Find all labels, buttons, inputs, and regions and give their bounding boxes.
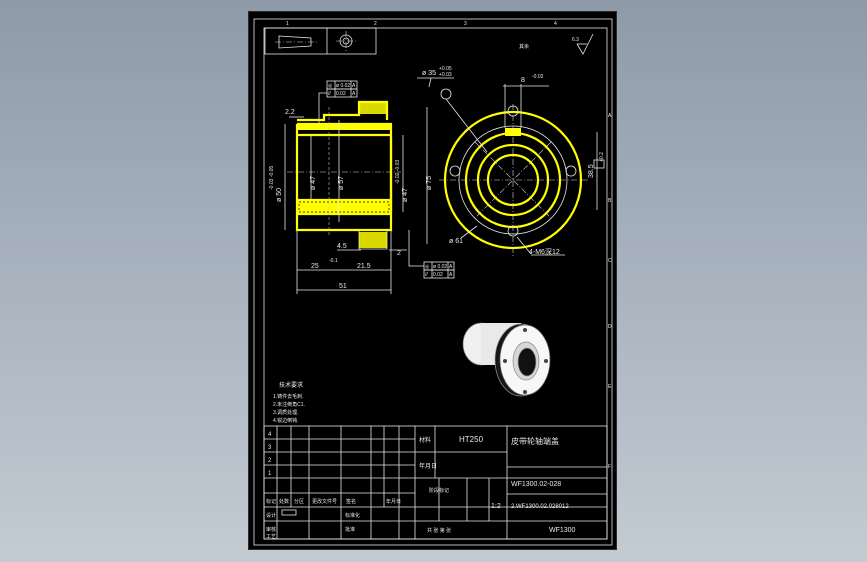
svg-text:A: A — [449, 264, 453, 270]
svg-text:ø 0.02: ø 0.02 — [433, 264, 447, 270]
projection-symbol — [264, 27, 377, 55]
zone-number: 2 — [374, 21, 377, 27]
material-value: HT250 — [459, 435, 484, 444]
end-view: 8 -0.02 ø 35 +0.05 +0.03 38.5 +0.2 ø 61 … — [417, 66, 605, 256]
revision-label: 年月日 — [419, 462, 437, 470]
drawing-number: 2.WF1300.02.028012 — [511, 504, 569, 510]
stage-label: 阶段标记 — [429, 487, 449, 494]
dim-38-5-tol: +0.2 — [599, 152, 605, 162]
rev-row-number: 4 — [268, 432, 272, 438]
zone-number: 1 — [286, 21, 289, 27]
dim-d50: ø 50 — [276, 188, 283, 202]
outer-frame — [253, 18, 613, 546]
header-label: 签名 — [346, 498, 356, 505]
dim-d57: ø 57 — [338, 176, 345, 190]
roughness-symbol: 其余 6.3 — [519, 33, 594, 55]
technical-notes: 技术要求 1.铸件去毛刺. 2.未注倒角C1. 3.调质处理. 4.锐边倒钝. — [273, 381, 305, 424]
header-label: 年月日 — [386, 498, 401, 505]
threaded-holes-note: 4-M6深12 — [529, 247, 560, 256]
svg-text://: // — [328, 91, 331, 97]
dim-d75: ø 75 — [426, 176, 433, 190]
zone-number: 4 — [554, 21, 557, 27]
sign-row-label: 审核 — [266, 526, 276, 533]
zone-letter: E — [608, 384, 612, 390]
dim-d35-upper: +0.05 — [439, 66, 452, 72]
dim-d47b: ø 47 — [402, 188, 409, 202]
signature-stamp — [281, 509, 297, 516]
scale-value: 1:2 — [491, 503, 501, 510]
svg-text:0.02: 0.02 — [433, 272, 443, 278]
rev-row-number: 1 — [268, 471, 272, 477]
tolerance-frame-top: ◎ ø 0.02 A // 0.02 A — [318, 80, 358, 124]
svg-text:◎: ◎ — [328, 83, 333, 89]
dim-25-tol: -0.1 — [329, 258, 338, 264]
zone-letter: D — [608, 324, 612, 330]
dim-4-5: 4.5 — [337, 243, 347, 250]
note-line: 1.铸件去毛刺. — [273, 393, 304, 400]
dim-2-2: 2.2 — [285, 109, 295, 116]
sign-row-label: 工艺 — [266, 534, 276, 540]
title-block: 4 3 2 1 标记 处数 分区 更改文件号 签名 年月日 设计 审核 工艺 标… — [263, 425, 608, 540]
company-code: WF1300 — [549, 527, 576, 534]
dim-d47: ø 47 — [310, 176, 317, 190]
header-label: 更改文件号 — [312, 498, 337, 505]
sign-row-label: 设计 — [266, 512, 276, 519]
svg-text:A: A — [449, 272, 453, 278]
section-view: ø 50 -0.03 -0.05 ø 47 ø 57 ø 47 -0.02 -0… — [269, 80, 455, 294]
sign-col-label: 标准化 — [345, 512, 360, 519]
header-label: 处数 — [279, 498, 289, 505]
note-line: 2.未注倒角C1. — [273, 401, 305, 408]
notes-title: 技术要求 — [279, 381, 303, 389]
dim-2: 2 — [397, 250, 401, 257]
svg-text:◎: ◎ — [425, 264, 430, 270]
sheet-count: 共 张 第 张 — [427, 527, 451, 534]
roughness-label: 其余 — [519, 43, 529, 50]
header-label: 标记 — [266, 498, 276, 505]
dim-51: 51 — [339, 283, 347, 290]
zone-letter: B — [608, 198, 612, 204]
material-label: 材料 — [419, 436, 431, 444]
zone-letter: A — [608, 113, 612, 119]
dim-25: 25 — [311, 263, 319, 270]
dim-21-5: 21.5 — [357, 263, 371, 270]
technical-drawing: 1 2 3 4 A B C D E F 其余 6.3 — [253, 18, 613, 546]
note-line: 3.调质处理. — [273, 409, 299, 416]
svg-text:A: A — [352, 83, 356, 89]
inner-frame — [263, 27, 608, 540]
header-label: 分区 — [294, 498, 304, 505]
tolerance-frame-bottom: ◎ ø 0.02 A // 0.02 A — [408, 230, 455, 279]
svg-text:ø 0.02: ø 0.02 — [336, 83, 350, 89]
rev-row-number: 3 — [268, 445, 272, 451]
sign-col-label: 批准 — [345, 526, 355, 533]
isometric-view — [462, 322, 551, 397]
dim-d50-tol: -0.03 -0.05 — [269, 166, 275, 190]
dim-key-8: 8 — [521, 77, 525, 84]
drawing-sheet: 1 2 3 4 A B C D E F 其余 6.3 — [249, 12, 616, 549]
zone-number: 3 — [464, 21, 467, 27]
dim-d35: ø 35 — [422, 70, 436, 77]
svg-text://: // — [425, 272, 428, 278]
zone-letter: C — [608, 258, 612, 264]
dim-key-8-tol: -0.02 — [532, 74, 544, 80]
roughness-value: 6.3 — [572, 37, 579, 43]
dim-d61: ø 61 — [449, 238, 463, 245]
part-name: 皮带轮轴端盖 — [511, 436, 559, 446]
dim-d35-lower: +0.03 — [439, 72, 452, 78]
note-line: 4.锐边倒钝. — [273, 417, 299, 424]
zone-letter: F — [608, 464, 611, 470]
part-number: WF1300.02-028 — [511, 481, 561, 488]
svg-text:0.02: 0.02 — [336, 91, 346, 97]
dim-d47b-tol: -0.02 -0.03 — [395, 160, 401, 184]
svg-text:A: A — [352, 91, 356, 97]
dim-38-5: 38.5 — [588, 164, 595, 178]
rev-row-number: 2 — [268, 458, 272, 464]
